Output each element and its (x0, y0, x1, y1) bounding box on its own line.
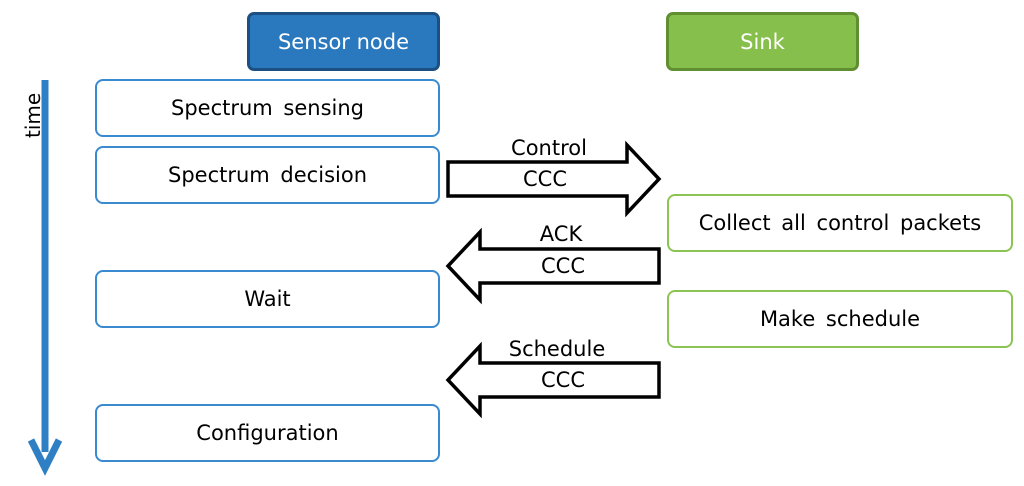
sink-step-collect-control-packets: Collect all control packets (667, 194, 1013, 252)
time-arrow-icon (27, 80, 63, 476)
sink-step-make-schedule: Make schedule (667, 290, 1013, 348)
ack-message-label: ACK (539, 222, 583, 246)
schedule-message-arrow (445, 341, 661, 419)
control-message-channel: CCC (523, 167, 567, 191)
sensor-step-wait: Wait (95, 270, 440, 328)
ack-message-arrow (445, 227, 661, 305)
ack-message-channel: CCC (541, 254, 585, 278)
sensor-node-header: Sensor node (247, 12, 440, 71)
schedule-message-channel: CCC (541, 368, 585, 392)
sensor-step-spectrum-sensing: Spectrum sensing (95, 79, 440, 137)
sink-header: Sink (666, 12, 859, 71)
sensor-step-spectrum-decision: Spectrum decision (95, 146, 440, 204)
control-message-arrow (446, 140, 662, 218)
schedule-message-label: Schedule (508, 337, 606, 361)
sensor-step-configuration: Configuration (95, 404, 440, 462)
control-message-label: Control (511, 136, 587, 160)
